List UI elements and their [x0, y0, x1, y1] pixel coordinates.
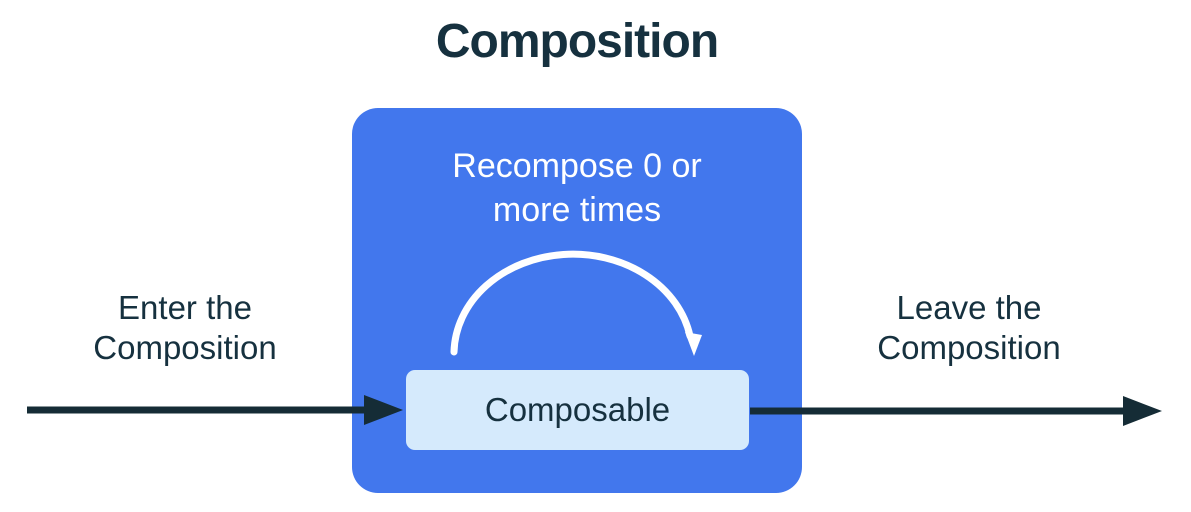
recompose-label-line1: Recompose 0 or	[452, 147, 702, 185]
recompose-label: Recompose 0 or more times	[352, 144, 802, 232]
leave-arrow-icon	[750, 396, 1162, 426]
composable-label: Composable	[484, 391, 671, 428]
enter-composition-label: Enter the Composition	[15, 288, 355, 368]
leave-arrow-head	[1123, 396, 1162, 426]
enter-label-line1: Enter the	[118, 289, 252, 326]
composable-box: Composable	[406, 370, 749, 450]
leave-label-line1: Leave the	[896, 289, 1042, 326]
enter-label-line2: Composition	[93, 329, 277, 366]
composition-box: Recompose 0 or more times Composable	[352, 108, 802, 493]
recompose-label-line2: more times	[492, 191, 662, 229]
diagram-title: Composition	[435, 15, 719, 68]
leave-composition-label: Leave the Composition	[799, 288, 1139, 368]
leave-label-line2: Composition	[877, 329, 1061, 366]
enter-arrow-icon	[27, 395, 403, 425]
